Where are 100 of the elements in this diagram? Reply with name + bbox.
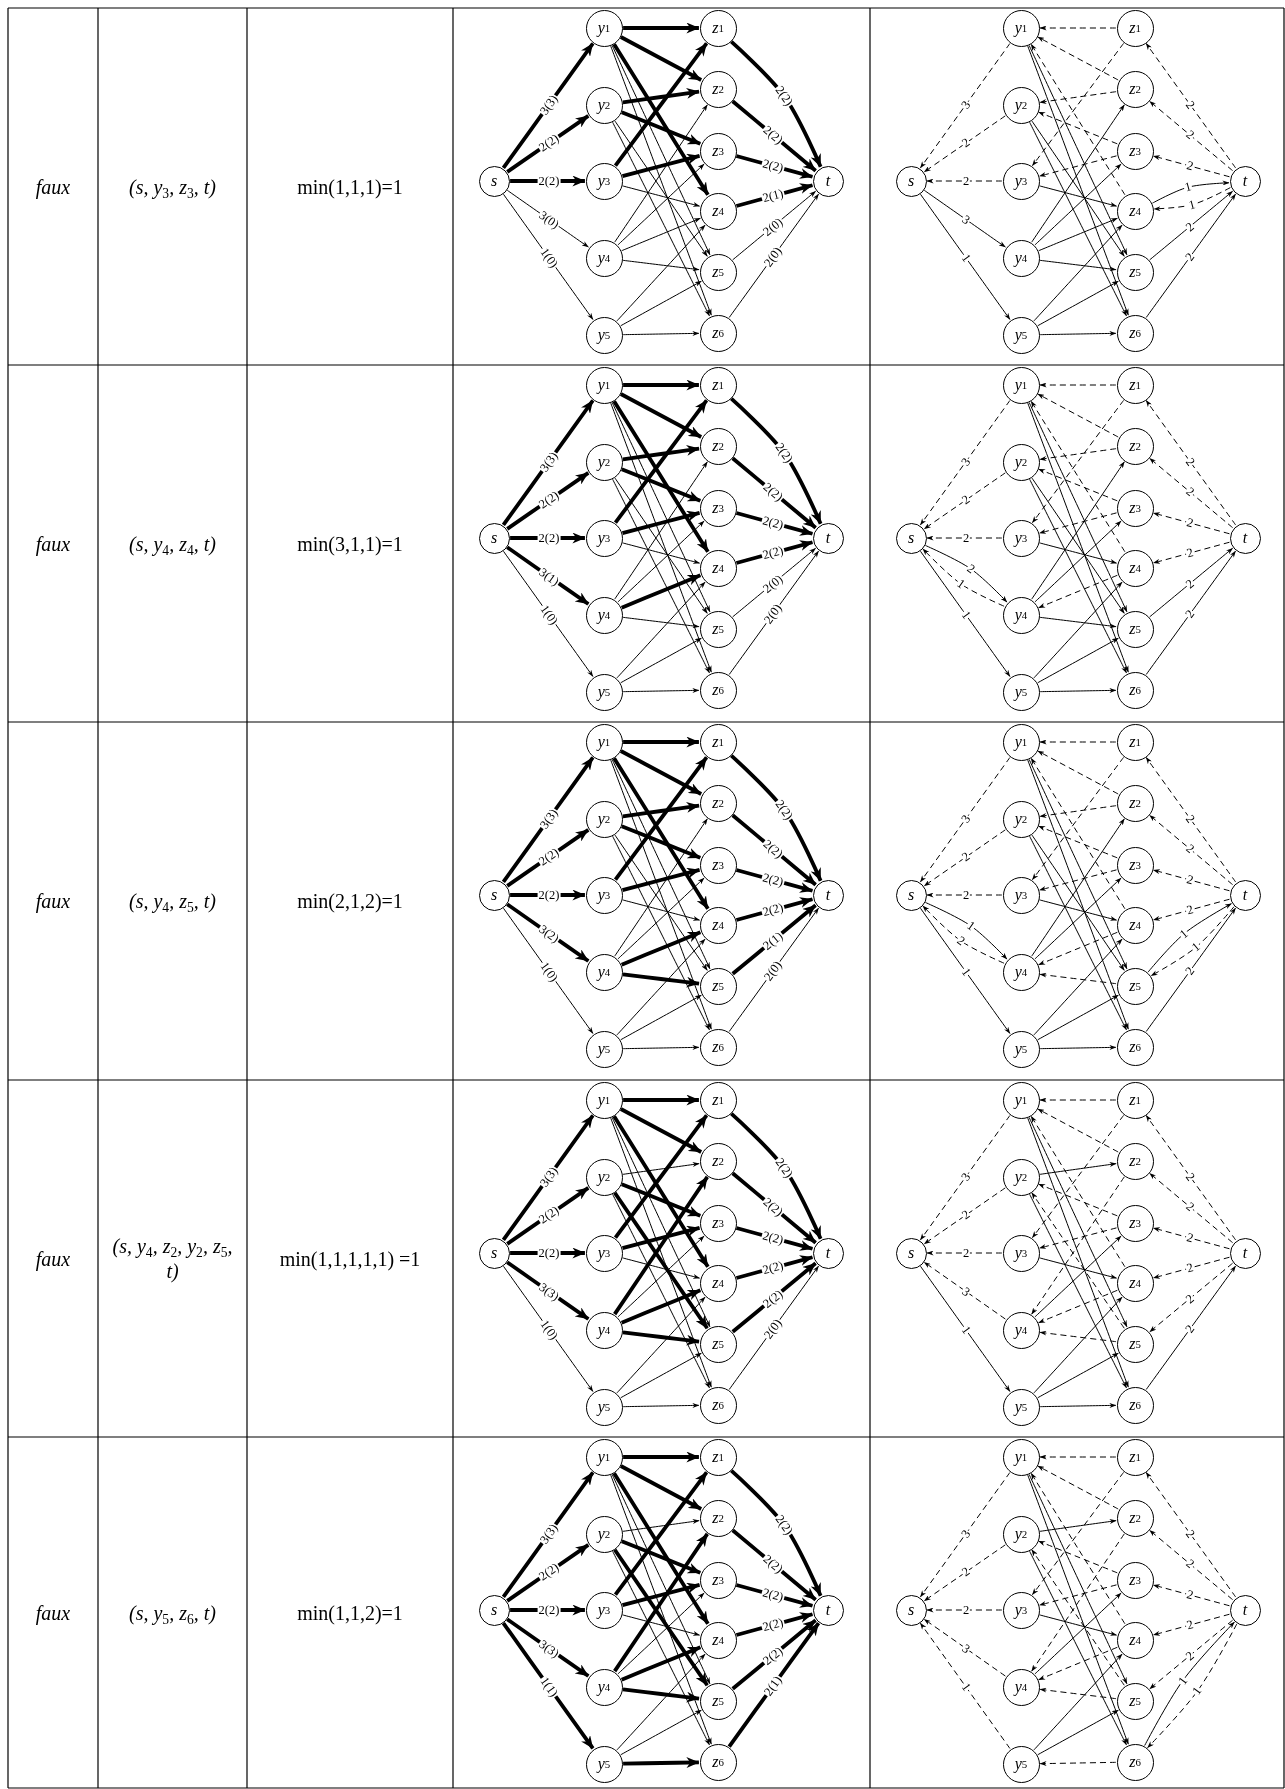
- status-text: faux: [35, 174, 71, 199]
- edge-label: 2(2): [537, 1246, 561, 1260]
- arrow: [614, 461, 708, 600]
- arrow: [1029, 478, 1127, 674]
- arrow: [1152, 541, 1230, 564]
- arrow: [622, 87, 700, 105]
- edge-label: 2: [1184, 902, 1196, 918]
- edge-label: 2(2): [760, 870, 786, 890]
- arrow: [1038, 574, 1118, 609]
- arrow: [623, 22, 700, 34]
- graph-vertex: t: [812, 1237, 844, 1269]
- arrow: [617, 1235, 705, 1318]
- arrow: [622, 1582, 700, 1607]
- arrow: [919, 757, 1011, 883]
- arrow: [923, 1187, 1006, 1245]
- edge-label: 2(0): [761, 601, 785, 627]
- arrow: [623, 1757, 700, 1769]
- arrow: [926, 178, 1003, 184]
- arrow: [919, 43, 1011, 169]
- edge-label: 3: [959, 1641, 973, 1656]
- status-text: faux: [35, 1246, 71, 1271]
- edge-label: 2(2): [537, 174, 561, 188]
- arrow: [613, 1471, 709, 1596]
- edge-label: 2: [953, 933, 968, 949]
- arrow: [622, 153, 700, 178]
- arrow: [610, 1474, 712, 1745]
- arrow: [612, 400, 710, 553]
- arrow: [612, 1472, 710, 1625]
- arrow: [621, 1539, 701, 1575]
- arrow: [1037, 994, 1119, 1041]
- arrow: [1027, 1474, 1129, 1745]
- arrow: [1031, 42, 1125, 167]
- edge-label: 2: [1184, 545, 1196, 561]
- arrow: [1145, 907, 1237, 1033]
- edge-label: 2: [1182, 607, 1198, 621]
- arrow: [620, 930, 702, 967]
- arrow: [1039, 1162, 1117, 1175]
- arrow: [1039, 259, 1117, 272]
- arrow: [620, 1288, 702, 1325]
- edge-label: 2(2): [760, 1228, 786, 1248]
- edge-label: 2: [1182, 964, 1198, 978]
- arrow: [611, 1473, 711, 1685]
- arrow: [1149, 814, 1234, 886]
- arrow: [1038, 1257, 1118, 1279]
- graph-vertex: t: [1229, 165, 1261, 197]
- arrow: [1152, 155, 1230, 178]
- edge-label: 2(2): [760, 1585, 786, 1605]
- arrow: [1037, 393, 1119, 438]
- arrow: [919, 1115, 1011, 1241]
- arrow: [1034, 1592, 1122, 1675]
- arrow: [1038, 1614, 1118, 1636]
- arrow: [622, 867, 700, 892]
- edge-label: 1(1): [537, 1674, 561, 1700]
- arrow: [1152, 512, 1230, 535]
- arrow: [621, 899, 701, 921]
- arrow: [623, 1094, 700, 1106]
- arrow: [919, 400, 1011, 526]
- arrow: [1030, 43, 1126, 196]
- edge-label: 2(2): [536, 131, 562, 155]
- edge-label: 2(1): [760, 186, 786, 206]
- arrow: [923, 1261, 1006, 1320]
- graph-vertex: t: [1229, 1237, 1261, 1269]
- graph-vertex: s: [478, 165, 510, 197]
- edge-label: 2: [961, 174, 971, 188]
- edge-label: 2(2): [760, 1615, 786, 1635]
- arrow: [1031, 104, 1125, 243]
- arrow: [617, 163, 705, 246]
- path-text: (s, y$_{4}$, z$_{4}$, t): [129, 531, 216, 556]
- arrow: [613, 1532, 709, 1673]
- edge-label: 2: [1184, 1617, 1196, 1633]
- arrow: [923, 472, 1006, 530]
- edge-label: 2: [1182, 1322, 1198, 1336]
- arrow: [616, 938, 706, 1036]
- arrow: [1152, 869, 1230, 892]
- arrow: [923, 115, 1006, 173]
- arrow: [616, 224, 706, 322]
- arrow: [1029, 835, 1127, 1031]
- arrow: [1034, 877, 1122, 960]
- arrow: [612, 478, 710, 674]
- arrow: [1037, 36, 1119, 81]
- arrow: [622, 687, 700, 693]
- edge-label: 2(2): [760, 1258, 786, 1278]
- arrow: [1039, 1761, 1117, 1767]
- arrow: [1038, 825, 1118, 859]
- arrow: [1030, 1115, 1126, 1268]
- arrow: [622, 1402, 700, 1408]
- formula-text: min(2,1,2)=1: [297, 888, 403, 914]
- arrow: [1031, 818, 1125, 957]
- arrow: [621, 824, 701, 860]
- arrow: [919, 550, 1011, 677]
- arrow: [1039, 91, 1117, 104]
- arrow: [1039, 1330, 1117, 1343]
- arrow: [620, 637, 702, 684]
- arrow: [1149, 190, 1234, 261]
- arrow: [621, 1182, 701, 1218]
- arrow: [611, 44, 711, 256]
- arrow: [926, 1250, 1003, 1256]
- arrow: [1034, 163, 1122, 246]
- arrow: [1039, 1519, 1117, 1532]
- arrow: [1039, 687, 1117, 693]
